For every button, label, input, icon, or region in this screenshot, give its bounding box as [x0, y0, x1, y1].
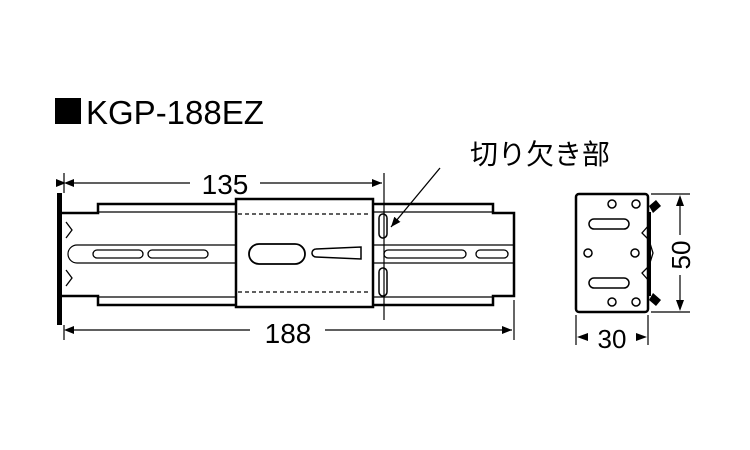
model-title: KGP-188EZ	[86, 94, 264, 131]
notch-callout-label: 切り欠き部	[470, 139, 610, 170]
front-view	[57, 193, 516, 325]
notch-lower	[378, 267, 388, 297]
dim-135-label: 135	[202, 169, 249, 200]
notch-upper	[378, 213, 388, 239]
dim-30-label: 30	[598, 324, 627, 354]
side-view	[574, 192, 690, 345]
dim-135	[56, 173, 385, 320]
dim-50-label: 50	[666, 241, 696, 270]
callout-arrow	[390, 167, 441, 228]
dim-188-label: 188	[265, 318, 312, 349]
title-square-icon	[55, 98, 81, 124]
dim-188	[63, 300, 515, 340]
left-flange	[57, 193, 62, 325]
sleeve-slot	[248, 243, 306, 265]
rail-outline	[62, 202, 516, 307]
